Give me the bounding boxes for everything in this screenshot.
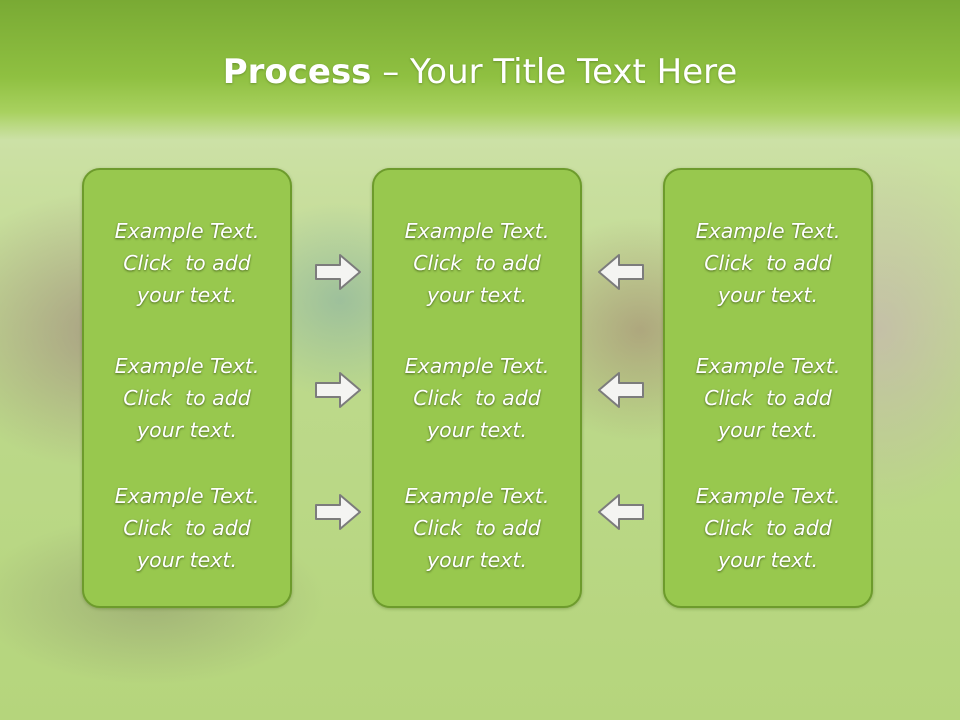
text-line: Click to add [704,251,832,275]
process-box-center[interactable]: Example Text. Click to add your text. Ex… [372,168,582,608]
text-line: Click to add [413,516,541,540]
text-line: your text. [427,548,527,572]
text-line: Example Text. [695,484,841,508]
title-rest: – Your Title Text Here [371,52,738,92]
text-line: Example Text. [114,354,260,378]
right-arrow-icon [315,372,361,408]
text-placeholder[interactable]: Example Text. Click to add your text. [665,215,871,311]
process-box-left[interactable]: Example Text. Click to add your text. Ex… [82,168,292,608]
text-line: Example Text. [404,354,550,378]
text-line: Click to add [704,386,832,410]
left-arrow-icon [598,254,644,290]
text-placeholder[interactable]: Example Text. Click to add your text. [84,480,290,576]
text-placeholder[interactable]: Example Text. Click to add your text. [374,350,580,446]
text-line: Click to add [123,251,251,275]
text-line: Example Text. [695,354,841,378]
text-line: your text. [137,418,237,442]
text-line: your text. [137,283,237,307]
text-line: your text. [137,548,237,572]
right-arrow-icon [315,254,361,290]
title-bold: Process [222,52,372,92]
text-line: your text. [718,548,818,572]
text-placeholder[interactable]: Example Text. Click to add your text. [84,215,290,311]
text-line: your text. [427,418,527,442]
text-line: Example Text. [114,484,260,508]
text-placeholder[interactable]: Example Text. Click to add your text. [84,350,290,446]
text-line: your text. [718,283,818,307]
text-placeholder[interactable]: Example Text. Click to add your text. [665,350,871,446]
text-placeholder[interactable]: Example Text. Click to add your text. [665,480,871,576]
text-line: Click to add [123,386,251,410]
right-arrow-icon [315,494,361,530]
text-line: Click to add [704,516,832,540]
text-line: Click to add [413,386,541,410]
text-line: Click to add [413,251,541,275]
text-line: your text. [718,418,818,442]
text-placeholder[interactable]: Example Text. Click to add your text. [374,480,580,576]
left-arrow-icon [598,494,644,530]
text-line: Example Text. [404,484,550,508]
process-box-right[interactable]: Example Text. Click to add your text. Ex… [663,168,873,608]
left-arrow-icon [598,372,644,408]
title-band [0,0,960,140]
text-line: Example Text. [695,219,841,243]
text-line: Example Text. [114,219,260,243]
text-placeholder[interactable]: Example Text. Click to add your text. [374,215,580,311]
text-line: Example Text. [404,219,550,243]
text-line: your text. [427,283,527,307]
slide-title[interactable]: Process – Your Title Text Here [0,52,960,92]
text-line: Click to add [123,516,251,540]
